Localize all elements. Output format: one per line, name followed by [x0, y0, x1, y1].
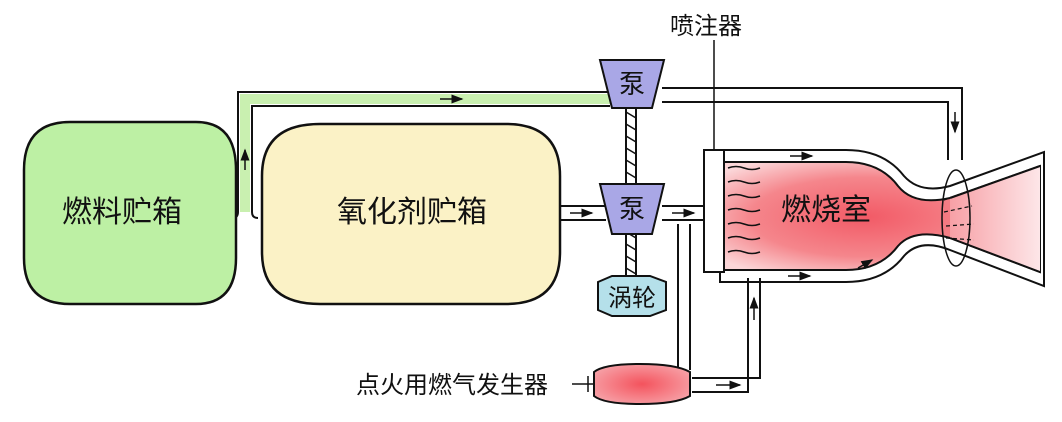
- fuel-tank-label: 燃料贮箱: [62, 195, 182, 230]
- generator-lines: [677, 224, 761, 393]
- pump-bottom-label: 泵: [619, 195, 645, 225]
- oxidizer-feed-line: [560, 205, 606, 221]
- injector: 喷注器: [670, 12, 761, 273]
- pump-top-label: 泵: [619, 70, 645, 100]
- turbine: 涡轮: [597, 275, 667, 317]
- turbine-label: 涡轮: [608, 284, 656, 312]
- oxidizer-tank-label: 氧化剂贮箱: [337, 195, 487, 230]
- gas-generator: 点火用燃气发生器: [356, 362, 691, 406]
- pump-bottom: 泵: [598, 183, 666, 235]
- fuel-feed-line: [231, 91, 610, 219]
- gas-generator-label: 点火用燃气发生器: [356, 371, 548, 399]
- injector-label: 喷注器: [670, 12, 742, 40]
- oxidizer-tank: 氧化剂贮箱: [260, 122, 562, 306]
- fuel-tank: 燃料贮箱: [22, 120, 238, 306]
- combustion-chamber-label: 燃烧室: [781, 193, 871, 228]
- pump-top: 泵: [598, 59, 666, 109]
- oxidizer-to-injector-line: [662, 205, 704, 221]
- combustion-chamber: 燃烧室: [719, 149, 1045, 288]
- fuel-to-nozzle-line: [662, 87, 963, 160]
